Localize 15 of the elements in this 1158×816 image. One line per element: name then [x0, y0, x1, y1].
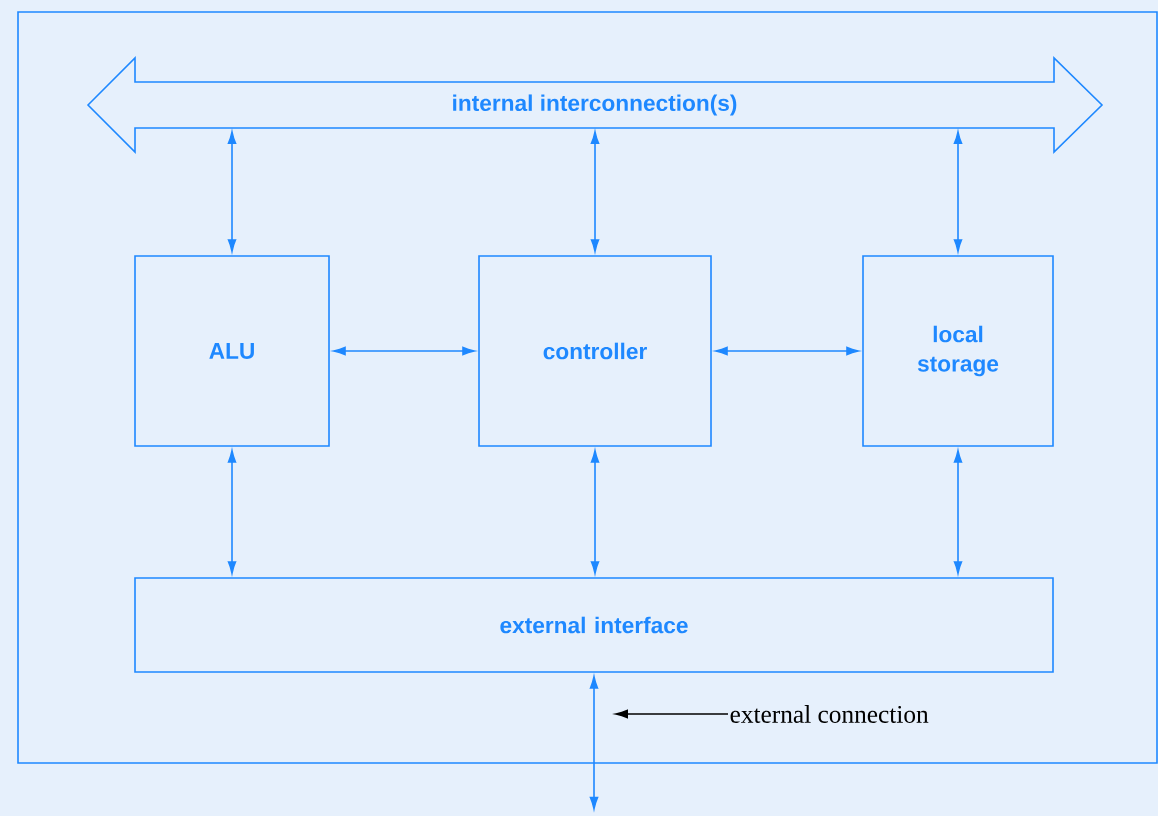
connector-arrow — [227, 131, 237, 252]
annotation-text: external connection — [730, 705, 929, 723]
block-box: external interface — [134, 577, 1054, 673]
connector-arrow — [227, 450, 237, 574]
connector-arrow — [953, 450, 963, 574]
connector-arrow — [953, 131, 963, 252]
block-box: local storage — [862, 255, 1054, 447]
connector-arrow — [715, 346, 859, 356]
connector-arrow — [333, 346, 475, 356]
block-box: controller — [478, 255, 712, 447]
connector-arrow — [589, 676, 599, 810]
connector-arrow — [590, 450, 600, 574]
leader-line — [615, 709, 729, 719]
connector-arrow — [590, 131, 600, 252]
block-box: ALU — [134, 255, 330, 447]
